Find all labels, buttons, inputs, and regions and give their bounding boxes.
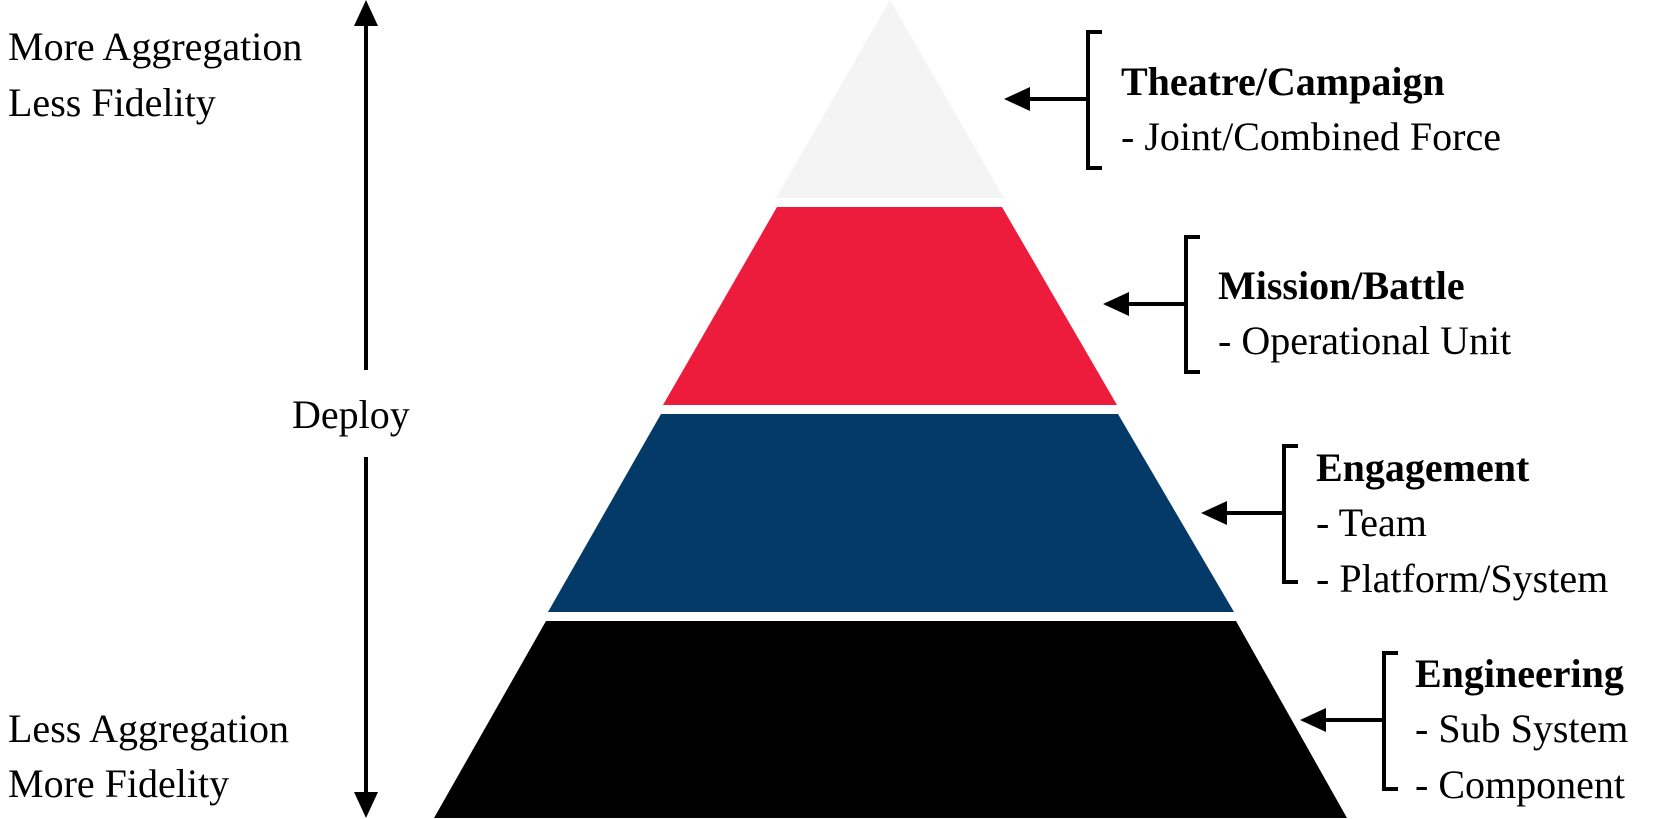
level-title: Engagement xyxy=(1316,445,1530,490)
pointer-arrow-icon xyxy=(1103,292,1129,316)
level-item: - Joint/Combined Force xyxy=(1121,114,1501,159)
callout-engagement: Engagement - Team - Platform/System xyxy=(1201,444,1608,601)
tier-mission xyxy=(663,207,1117,405)
level-title: Engineering xyxy=(1415,651,1624,696)
pointer-arrow-icon xyxy=(1201,501,1227,525)
bracket xyxy=(1382,651,1398,791)
axis-bottom-line-2: More Fidelity xyxy=(8,761,229,806)
pointer-arrow-icon xyxy=(1300,708,1326,732)
callout-theatre: Theatre/Campaign - Joint/Combined Force xyxy=(1004,30,1501,170)
level-item: - Platform/System xyxy=(1316,556,1608,601)
tier-engineering xyxy=(434,621,1347,818)
level-title: Theatre/Campaign xyxy=(1121,59,1445,104)
axis-arrow-up-icon xyxy=(354,0,378,26)
tier-theatre xyxy=(776,0,1004,198)
bracket xyxy=(1282,444,1298,584)
level-item: - Component xyxy=(1415,762,1625,807)
callout-mission: Mission/Battle - Operational Unit xyxy=(1103,235,1511,374)
axis-middle-label: Deploy xyxy=(292,392,410,437)
level-item: - Team xyxy=(1316,500,1427,545)
level-title: Mission/Battle xyxy=(1218,263,1465,308)
bracket xyxy=(1086,30,1102,170)
pointer-arrow-icon xyxy=(1004,87,1030,111)
bracket xyxy=(1184,235,1200,374)
axis-bottom-line-1: Less Aggregation xyxy=(8,706,289,751)
axis-top-line-1: More Aggregation xyxy=(8,24,302,69)
tier-engagement xyxy=(548,414,1234,612)
aggregation-axis xyxy=(354,0,378,818)
axis-arrow-down-icon xyxy=(354,792,378,818)
callout-engineering: Engineering - Sub System - Component xyxy=(1300,651,1628,807)
level-item: - Sub System xyxy=(1415,706,1628,751)
level-item: - Operational Unit xyxy=(1218,318,1511,363)
axis-top-line-2: Less Fidelity xyxy=(8,80,216,125)
